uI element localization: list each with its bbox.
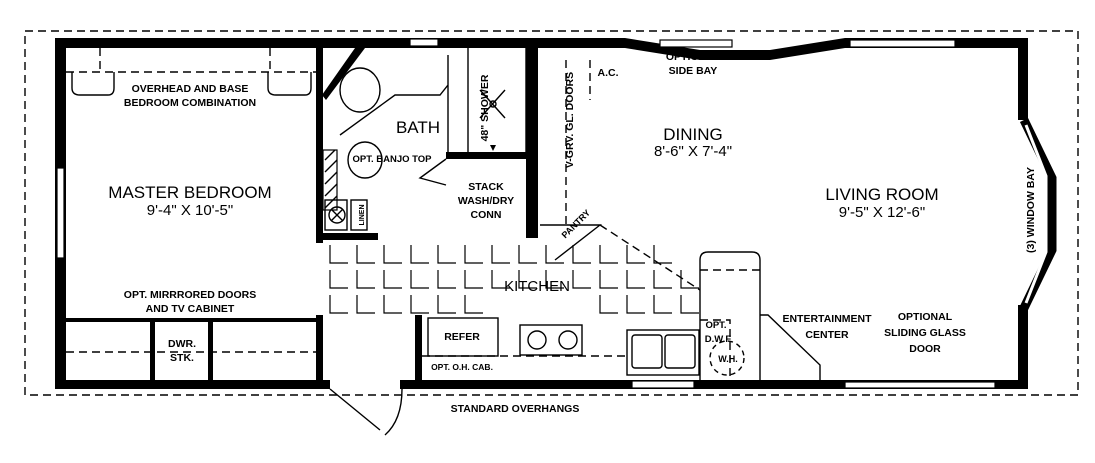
master-bedroom-size: 9'-4" X 10'-5" (147, 202, 233, 219)
floor-tile (653, 295, 672, 314)
floor-tile (545, 245, 564, 264)
floor-tile (518, 270, 537, 289)
floor-tile (626, 245, 645, 264)
interior-walls (66, 48, 538, 385)
floor-tile (518, 245, 537, 264)
window-bay-label: (3) WINDOW BAY (1025, 167, 1037, 253)
floor-tile (599, 295, 618, 314)
floor-tile (491, 245, 510, 264)
sliding-door-line3: DOOR (909, 343, 941, 355)
floor-tile (464, 295, 483, 314)
side-bay-line2: SIDE BAY (669, 65, 718, 77)
floor-tile (410, 245, 429, 264)
floor-tile (653, 270, 672, 289)
water-heater-label: W.H. (718, 354, 738, 364)
floor-tile (572, 270, 591, 289)
floor-tile (410, 270, 429, 289)
oh-cab-label: OPT. O.H. CAB. (431, 362, 493, 372)
floor-tile (329, 270, 348, 289)
floor-tile (572, 245, 591, 264)
floor-tile (383, 270, 402, 289)
master-bedroom-label: MASTER BEDROOM (108, 183, 271, 202)
refer-label: REFER (444, 331, 480, 343)
floor-tile (545, 270, 564, 289)
floor-tile (383, 295, 402, 314)
dining-label: DINING (663, 125, 723, 144)
floor-tile (410, 295, 429, 314)
side-bay-line1: OPTIONAL (666, 51, 721, 63)
floor-tile (329, 295, 348, 314)
floor-tile (383, 245, 402, 264)
kitchen-label: KITCHEN (504, 278, 570, 295)
floor-tile (329, 245, 348, 264)
floor-tile (356, 270, 375, 289)
dwf-line1: OPT. (705, 320, 726, 331)
kitchen-floor-tiles (329, 245, 699, 314)
floor-tile (464, 270, 483, 289)
dresser-line2: STK. (170, 352, 194, 364)
floor-tile (437, 270, 456, 289)
floor-tile (356, 245, 375, 264)
floor-tile (464, 245, 483, 264)
entertainment-line1: ENTERTAINMENT (782, 313, 872, 325)
glass-doors-label: V-GRV. GL. DOORS (564, 72, 576, 168)
overhangs-label: STANDARD OVERHANGS (451, 403, 580, 415)
entertainment-line2: CENTER (805, 329, 849, 341)
floor-tile (356, 295, 375, 314)
floor-tile (599, 270, 618, 289)
laundry-line1: STACK (468, 181, 504, 193)
floor-tile (437, 245, 456, 264)
laundry-line3: CONN (471, 209, 502, 221)
floor-tile (437, 295, 456, 314)
living-room-size: 9'-5" X 12'-6" (839, 204, 925, 221)
floor-tile (626, 295, 645, 314)
bath-label: BATH (396, 118, 440, 137)
floor-tile (653, 245, 672, 264)
dwf-line2: D.W.F (705, 334, 732, 345)
sliding-door-line1: OPTIONAL (898, 311, 953, 323)
living-room-label: LIVING ROOM (825, 185, 938, 204)
floor-tile (680, 295, 699, 314)
banjo-top-label: OPT. BANJO TOP (352, 154, 432, 165)
cabinet-label-line1: OVERHEAD AND BASE (132, 83, 249, 95)
floor-tile (599, 245, 618, 264)
floor-tile (680, 270, 699, 289)
mirrored-doors-line2: AND TV CABINET (146, 303, 235, 315)
ac-label: A.C. (598, 67, 619, 79)
dresser-line1: DWR. (168, 338, 196, 350)
sliding-door-line2: SLIDING GLASS (884, 327, 966, 339)
shower-label: 48" SHOWER (479, 74, 491, 141)
mirrored-doors-line1: OPT. MIRRRORED DOORS (124, 289, 256, 301)
dining-size: 8'-6" X 7'-4" (654, 143, 732, 160)
floor-tile (491, 270, 510, 289)
cabinet-label-line2: BEDROOM COMBINATION (124, 97, 256, 109)
windows (56, 38, 996, 389)
laundry-line2: WASH/DRY (458, 195, 514, 207)
floor-tile (626, 270, 645, 289)
fixtures (66, 48, 821, 436)
overhang-outline (24, 30, 1079, 396)
linen-label: LINEN (359, 205, 366, 226)
